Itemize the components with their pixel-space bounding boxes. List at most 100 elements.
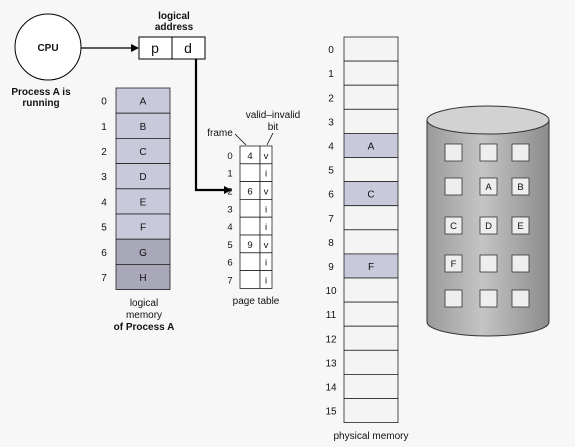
frame-header-pointer: [234, 133, 247, 146]
page-table-valid-bit: i: [265, 258, 267, 269]
physical-frame-cell: [343, 253, 399, 279]
disk-page-slot: [511, 254, 530, 273]
logical-page-index: 0: [101, 97, 107, 108]
logical-page-label: D: [139, 172, 146, 183]
page-table-valid-bit: v: [264, 187, 269, 198]
disk-page-slot: [511, 289, 530, 308]
cpu-status-line2: running: [22, 98, 59, 109]
logical-page-cell: [115, 87, 171, 114]
page-table-valid-bit: i: [265, 169, 267, 180]
physical-frame-content: C: [367, 190, 374, 201]
logical-page-index: 5: [101, 223, 107, 234]
disk-page-slot: [479, 254, 498, 273]
page-table-valid-bit: i: [265, 276, 267, 287]
logical-memory-caption-line2: memory: [126, 310, 162, 321]
page-table-header-frame: frame: [207, 128, 233, 139]
page-table-caption: page table: [233, 296, 280, 307]
page-table-frame-number: 4: [247, 151, 252, 162]
physical-frame-index: 0: [328, 45, 334, 56]
logical-page-label: A: [140, 97, 147, 108]
cpu-label: CPU: [37, 43, 58, 54]
disk-page-slot: [479, 177, 498, 196]
page-table-index: 2: [227, 187, 232, 198]
disk-page-label: B: [517, 182, 523, 193]
logical-page-index: 4: [101, 197, 107, 208]
valid-bit-header-pointer: [266, 132, 274, 146]
physical-frame-index: 7: [328, 214, 334, 225]
page-table-frame-cell: [239, 252, 261, 272]
page-table-valid-bit: i: [265, 204, 267, 215]
logical-page-cell: [115, 213, 171, 240]
physical-frame-index: 1: [328, 69, 334, 80]
page-table-frame-cell: [239, 270, 261, 289]
logical-page-index: 3: [101, 172, 107, 183]
page-table-frame-number: 9: [247, 240, 252, 251]
physical-frame-index: 5: [328, 166, 334, 177]
page-table-index: 7: [227, 276, 232, 287]
physical-frame-cell: [343, 277, 399, 303]
page-table-index: 1: [227, 169, 232, 180]
physical-frame-cell: [343, 181, 399, 207]
physical-frame-cell: [343, 108, 399, 134]
physical-frame-index: 13: [325, 358, 337, 369]
logical-page-label: E: [140, 197, 147, 208]
physical-frame-index: 3: [328, 117, 334, 128]
disk-page-slot: [444, 177, 463, 196]
logical-page-label: H: [139, 273, 146, 284]
page-table-bit-cell: [259, 270, 273, 289]
physical-frame-cell: [343, 205, 399, 231]
disk-page-slot: [444, 216, 463, 235]
physical-frame-cell: [343, 373, 399, 399]
physical-frame-cell: [343, 60, 399, 86]
logical-page-cell: [115, 188, 171, 215]
page-table-index: 6: [227, 258, 232, 269]
disk-page-label: F: [451, 259, 457, 270]
physical-frame-cell: [343, 398, 399, 424]
physical-frame-content: A: [368, 141, 375, 152]
disk-page-label: E: [517, 221, 523, 232]
logical-page-label: G: [139, 248, 147, 259]
disk-page-slot: [444, 254, 463, 273]
cpu: CPU Process A is running: [11, 13, 82, 109]
disk-page-slot: [479, 216, 498, 235]
physical-frame-index: 15: [325, 407, 337, 418]
logical-page-cell: [115, 112, 171, 139]
cpu-circle: [14, 13, 82, 81]
page-table-frame-cell: [239, 216, 261, 236]
physical-frame-index: 2: [328, 93, 334, 104]
page-table-valid-bit: v: [264, 240, 269, 251]
logical-page-index: 1: [101, 122, 107, 133]
disk-page-slot: [479, 143, 498, 162]
logical-page-cell: [115, 238, 171, 265]
offset-field-label: d: [184, 40, 192, 56]
physical-frame-cell: [343, 325, 399, 351]
page-table-frame-cell: [239, 198, 261, 218]
logical-page-label: C: [139, 147, 146, 158]
disk-page-slot: [511, 143, 530, 162]
physical-frame-content: F: [368, 262, 374, 273]
offset-field-box: [171, 36, 206, 60]
disk-page-label: D: [485, 221, 492, 232]
page-table-index: 4: [227, 222, 232, 233]
disk-page-slot: [511, 177, 530, 196]
logical-page-cell: [115, 163, 171, 190]
physical-frame-index: 14: [325, 382, 337, 393]
disk-page-label: C: [450, 221, 457, 232]
physical-frame-index: 6: [328, 190, 334, 201]
physical-frame-index: 4: [328, 141, 334, 152]
page-table-valid-bit: v: [264, 151, 269, 162]
page-field-label: p: [151, 40, 159, 56]
logical-memory-caption-line1: logical: [130, 298, 158, 309]
logical-memory-caption-line3: of Process A: [114, 322, 175, 333]
page-table-index: 0: [227, 151, 232, 162]
logical-address-title-line1: logical: [158, 11, 190, 22]
page-table-header-valid-line2: bit: [268, 122, 279, 133]
disk-page-slot: [444, 289, 463, 308]
disk-page-slot: [511, 216, 530, 235]
